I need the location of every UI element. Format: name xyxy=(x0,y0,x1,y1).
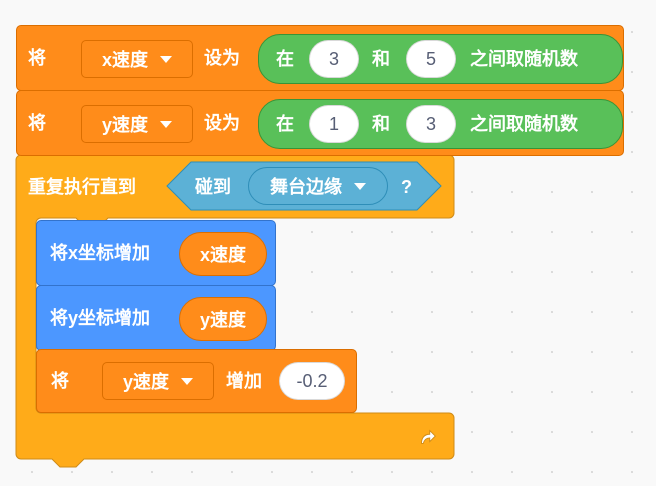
variable-name: y速度 xyxy=(122,372,169,392)
random-from-input[interactable]: 3 xyxy=(309,40,359,78)
to-label: 设为 xyxy=(204,48,240,68)
touching-target: 舞台边缘 xyxy=(270,177,342,197)
change-y-block[interactable]: 将y坐标增加 y速度 xyxy=(36,285,276,351)
set-label: 将 xyxy=(51,371,69,391)
random-operator[interactable]: 在 1 和 3 之间取随机数 xyxy=(258,99,623,149)
x-speed-reporter[interactable]: x速度 xyxy=(179,232,267,276)
chevron-down-icon xyxy=(354,182,366,190)
set-y-speed-block[interactable]: 将 y速度 设为 在 1 和 3 之间取随机数 xyxy=(16,90,624,156)
chevron-down-icon xyxy=(160,55,172,63)
chevron-down-icon xyxy=(160,120,172,128)
loop-arrow-icon xyxy=(421,429,436,444)
between-label: 在 xyxy=(276,49,294,69)
change-amount-input[interactable]: -0.2 xyxy=(279,362,345,400)
random-from-input[interactable]: 1 xyxy=(309,105,359,143)
by-label: 增加 xyxy=(226,371,262,391)
touching-label: 碰到 xyxy=(195,177,231,197)
repeat-until-label: 重复执行直到 xyxy=(28,177,136,197)
and-label: 和 xyxy=(372,114,390,134)
random-suffix: 之间取随机数 xyxy=(470,49,578,69)
set-label: 将 xyxy=(28,48,46,68)
variable-dropdown[interactable]: x速度 xyxy=(81,40,193,78)
change-y-label: 将y坐标增加 xyxy=(50,308,151,328)
set-label: 将 xyxy=(28,113,46,133)
between-label: 在 xyxy=(276,114,294,134)
variable-name: x速度 xyxy=(101,50,148,70)
random-to-input[interactable]: 5 xyxy=(406,40,456,78)
variable-dropdown[interactable]: y速度 xyxy=(81,105,193,143)
to-label: 设为 xyxy=(204,113,240,133)
variable-dropdown[interactable]: y速度 xyxy=(102,362,214,400)
random-operator[interactable]: 在 3 和 5 之间取随机数 xyxy=(258,34,623,84)
random-to-input[interactable]: 3 xyxy=(406,105,456,143)
and-label: 和 xyxy=(372,49,390,69)
change-x-label: 将x坐标增加 xyxy=(50,243,151,263)
question-label: ? xyxy=(401,177,412,197)
change-y-speed-block[interactable]: 将 y速度 增加 -0.2 xyxy=(36,349,357,413)
set-x-speed-block[interactable]: 将 x速度 设为 在 3 和 5 之间取随机数 xyxy=(16,25,624,91)
random-suffix: 之间取随机数 xyxy=(470,114,578,134)
touching-target-dropdown[interactable]: 舞台边缘 xyxy=(248,167,388,205)
variable-name: y速度 xyxy=(101,115,148,135)
chevron-down-icon xyxy=(181,377,193,385)
y-speed-reporter[interactable]: y速度 xyxy=(179,297,267,341)
change-x-block[interactable]: 将x坐标增加 x速度 xyxy=(36,220,276,286)
